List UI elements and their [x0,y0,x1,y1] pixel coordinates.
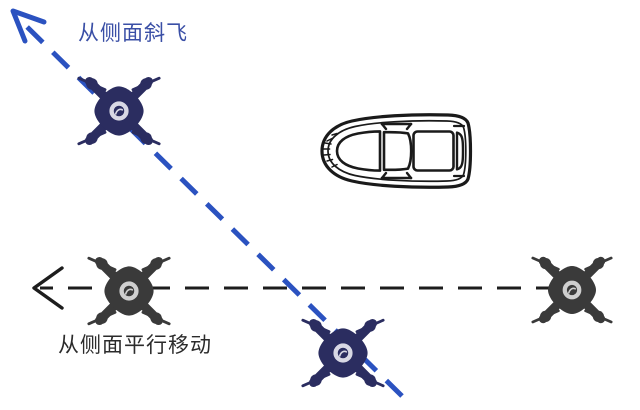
car-top-view [320,113,473,189]
drone-diagonal-upper [79,78,159,144]
diagonal-arrowhead-icon [10,8,47,44]
horizontal-arrowhead-icon [32,266,64,310]
drone-parallel-right [533,258,611,322]
drone-parallel-left [89,258,169,324]
drone-diagonal-lower [303,320,383,386]
parallel-path-label: 从侧面平行移动 [58,333,212,357]
diagonal-path-label: 从侧面斜飞 [78,21,188,45]
